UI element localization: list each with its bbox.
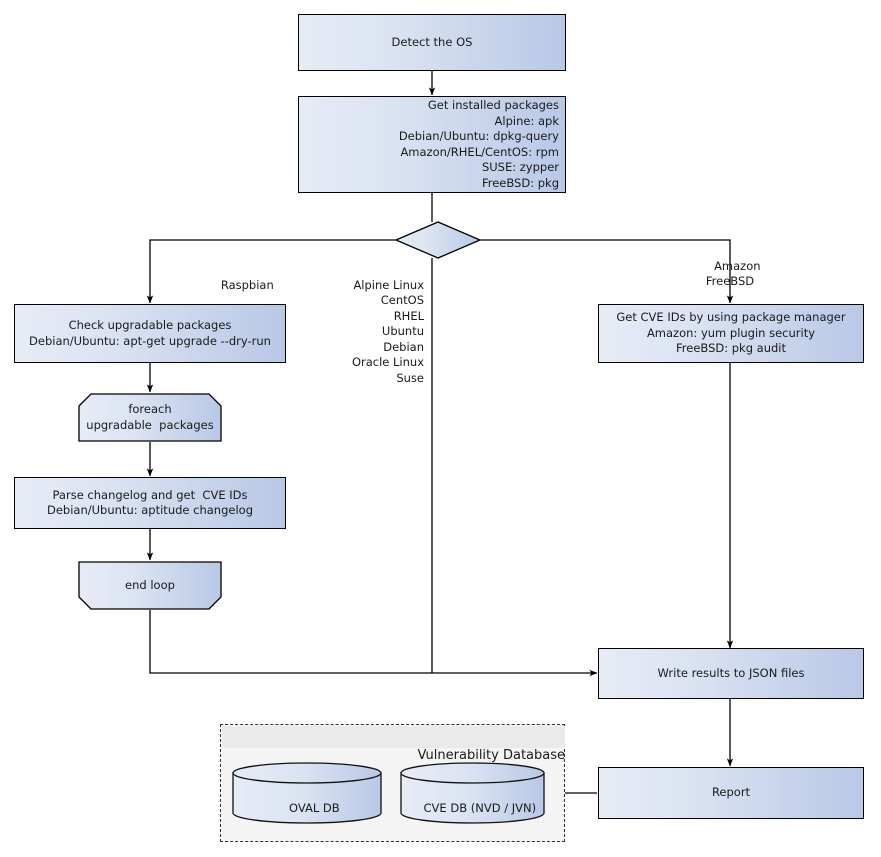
edge-label-middle-distros: Alpine Linux CentOS RHEL Ubuntu Debian O… [286, 262, 424, 402]
db-cve-label: CVE DB (NVD / JVN) [400, 786, 545, 831]
group-vulnerability-database-title: Vulnerability Database [417, 748, 565, 763]
db-oval-top [232, 762, 382, 784]
node-detect-the-os[interactable]: Detect the OS [298, 14, 566, 71]
db-oval-label-text: OVAL DB [288, 801, 340, 815]
edge-label-amazon-freebsd-text: Amazon FreeBSD [705, 258, 761, 289]
node-get-installed-packages-label: Get installed packages Alpine: apk Debia… [398, 98, 559, 190]
node-os-decision[interactable] [394, 220, 482, 260]
node-report-label: Report [711, 785, 751, 800]
node-foreach-upgradable-packages-label: foreach upgradable packages [86, 402, 214, 432]
foreach-shape [78, 393, 222, 442]
node-write-results-json[interactable]: Write results to JSON files [598, 648, 864, 699]
node-end-loop-label: end loop [125, 577, 175, 592]
node-get-cve-ids-label: Get CVE IDs by using package manager Ama… [616, 310, 846, 356]
db-oval-label: OVAL DB [232, 786, 382, 831]
node-get-cve-ids[interactable]: Get CVE IDs by using package manager Ama… [598, 304, 864, 363]
edge-label-middle-distros-text: Alpine Linux CentOS RHEL Ubuntu Debian O… [351, 277, 424, 385]
end-loop-shape [78, 561, 222, 610]
node-write-results-json-label: Write results to JSON files [657, 665, 805, 680]
db-oval-body [232, 772, 382, 824]
node-foreach-upgradable-packages[interactable]: foreach upgradable packages [78, 393, 222, 442]
node-check-upgradable-packages-label: Check upgradable packages Debian/Ubuntu:… [29, 318, 271, 348]
edge-endloop-to-write [149, 610, 598, 677]
db-cve-label-text: CVE DB (NVD / JVN) [423, 801, 537, 815]
node-parse-changelog[interactable]: Parse changelog and get CVE IDs Debian/U… [14, 477, 286, 529]
db-cve[interactable] [400, 762, 545, 824]
node-report[interactable]: Report [598, 767, 864, 819]
edge-label-raspbian-text: Raspbian [220, 277, 274, 292]
node-end-loop[interactable]: end loop [78, 561, 222, 610]
group-vulnerability-database-header: Vulnerability Database [222, 726, 565, 763]
diamond-shape [394, 221, 482, 259]
db-oval[interactable] [232, 762, 382, 824]
node-get-installed-packages[interactable]: Get installed packages Alpine: apk Debia… [298, 96, 566, 193]
node-detect-the-os-label: Detect the OS [391, 34, 473, 49]
db-cve-body [400, 772, 545, 824]
edge-label-amazon-freebsd: Amazon FreeBSD [634, 243, 826, 305]
node-check-upgradable-packages[interactable]: Check upgradable packages Debian/Ubuntu:… [14, 304, 286, 363]
db-cve-top [400, 762, 545, 784]
node-parse-changelog-label: Parse changelog and get CVE IDs Debian/U… [47, 487, 253, 518]
